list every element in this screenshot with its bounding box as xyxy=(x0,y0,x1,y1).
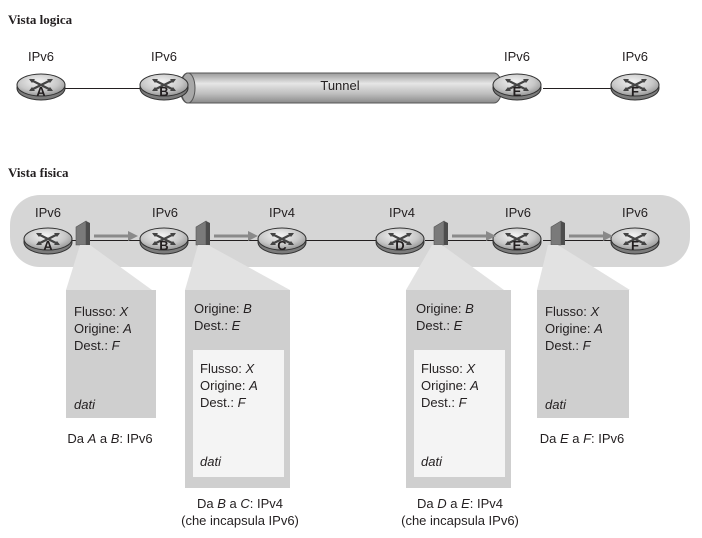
caption-b-c: Da B a C: IPv4 (che incapsula IPv6) xyxy=(181,496,299,528)
physical-proto-d: IPv4 xyxy=(388,205,415,220)
flow-field: Flusso: X xyxy=(200,361,255,376)
source-field: Origine: A xyxy=(200,378,258,393)
link-e-f xyxy=(543,88,631,89)
outer-dest-field: Dest.: E xyxy=(416,318,463,333)
source-field: Origine: A xyxy=(545,321,603,336)
router-icon: C xyxy=(256,226,308,256)
dest-field: Dest.: F xyxy=(421,395,467,410)
packet-arrow-icon xyxy=(190,218,260,248)
link-c-d xyxy=(305,240,395,241)
physical-proto-c: IPv4 xyxy=(268,205,295,220)
router-icon: A xyxy=(15,72,67,102)
link-a-b xyxy=(62,240,152,241)
router-icon: D xyxy=(374,226,426,256)
caption-d-e: Da D a E: IPv4 (che incapsula IPv6) xyxy=(401,496,519,528)
router-icon: B xyxy=(138,72,190,102)
physical-proto-f: IPv6 xyxy=(621,205,648,220)
payload-field: dati xyxy=(545,397,566,412)
physical-view-title: Vista fisica xyxy=(8,165,69,180)
logical-proto-e: IPv6 xyxy=(503,49,530,64)
router-icon: E xyxy=(491,72,543,102)
dest-field: Dest.: F xyxy=(545,338,591,353)
packet-d-e: Origine: B Dest.: E Flusso: X Origine: A… xyxy=(406,290,511,488)
flow-field: Flusso: X xyxy=(545,304,600,319)
logical-proto-f: IPv6 xyxy=(621,49,648,64)
logical-view-title: Vista logica xyxy=(8,12,73,27)
router-icon: A xyxy=(22,226,74,256)
packet-arrow-icon xyxy=(545,218,615,248)
logical-proto-b: IPv6 xyxy=(150,49,177,64)
encapsulated-ipv6-packet: Flusso: X Origine: A Dest.: F dati xyxy=(414,350,505,477)
caption-e-f: Da E a F: IPv6 xyxy=(539,431,625,446)
packet-b-c: Origine: B Dest.: E Flusso: X Origine: A… xyxy=(185,290,290,488)
link-a-b xyxy=(62,88,150,89)
router-icon: E xyxy=(491,226,543,256)
outer-dest-field: Dest.: E xyxy=(194,318,241,333)
link-b-c xyxy=(185,240,275,241)
payload-field: dati xyxy=(421,454,442,469)
physical-proto-e: IPv6 xyxy=(504,205,531,220)
logical-proto-a: IPv6 xyxy=(27,49,54,64)
payload-field: dati xyxy=(74,397,95,412)
source-field: Origine: A xyxy=(74,321,132,336)
dest-field: Dest.: F xyxy=(74,338,120,353)
source-field: Origine: A xyxy=(421,378,479,393)
dest-field: Dest.: F xyxy=(200,395,246,410)
flow-field: Flusso: X xyxy=(421,361,476,376)
router-icon: B xyxy=(138,226,190,256)
payload-field: dati xyxy=(200,454,221,469)
link-d-e xyxy=(425,240,515,241)
encapsulated-ipv6-packet: Flusso: X Origine: A Dest.: F dati xyxy=(193,350,284,477)
caption-a-b: Da A a B: IPv6 xyxy=(67,431,153,446)
physical-proto-b: IPv6 xyxy=(151,205,178,220)
outer-source-field: Origine: B xyxy=(416,301,474,316)
outer-source-field: Origine: B xyxy=(194,301,252,316)
packet-a-b: Flusso: X Origine: A Dest.: F dati xyxy=(66,290,156,418)
packet-arrow-icon xyxy=(70,218,140,248)
packet-arrow-icon xyxy=(428,218,498,248)
router-icon: F xyxy=(609,72,661,102)
tunnel-label: Tunnel xyxy=(320,78,360,93)
router-icon: F xyxy=(609,226,661,256)
packet-e-f: Flusso: X Origine: A Dest.: F dati xyxy=(537,290,629,418)
flow-field: Flusso: X xyxy=(74,304,129,319)
physical-proto-a: IPv6 xyxy=(34,205,61,220)
link-e-f xyxy=(543,240,633,241)
